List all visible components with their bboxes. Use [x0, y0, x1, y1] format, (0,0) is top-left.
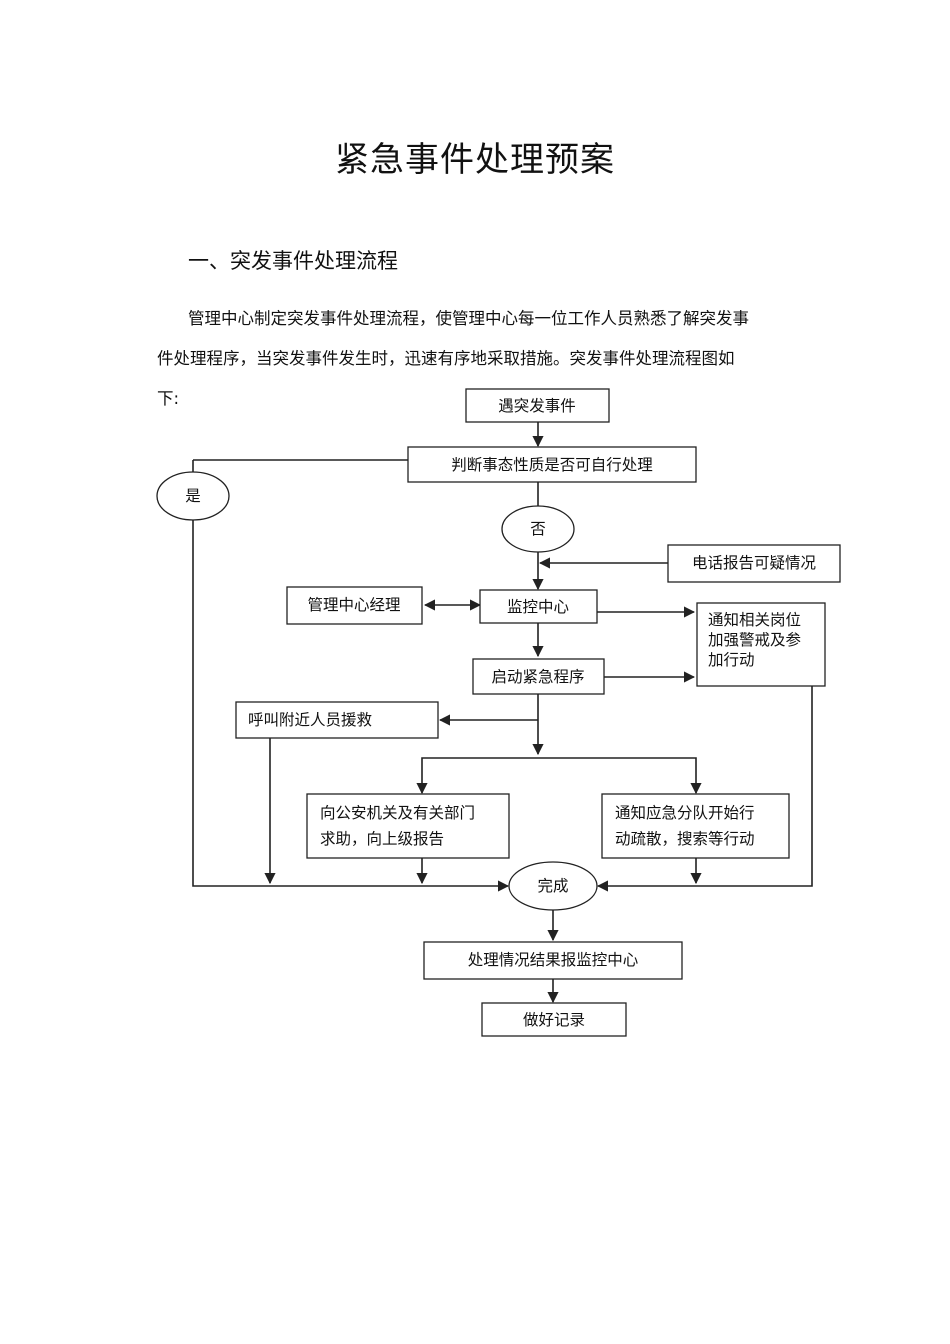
node-phone-report-label: 电话报告可疑情况: [692, 554, 816, 572]
node-notify-posts: 通知相关岗位 加强警戒及参 加行动: [696, 602, 826, 687]
node-call-help-label: 呼叫附近人员援救: [248, 711, 372, 729]
node-police-line-1: 向公安机关及有关部门: [320, 804, 475, 822]
paragraph-line-2: 件处理程序，当突发事件发生时，迅速有序地采取措施。突发事件处理流程图如: [157, 349, 735, 368]
node-judge: 判断事态性质是否可自行处理: [407, 446, 697, 483]
node-complete: 完成: [508, 861, 598, 911]
arrow-notify-to-complete: [596, 686, 813, 892]
node-no-label: 否: [530, 520, 546, 538]
node-start-emergency: 启动紧急程序: [472, 658, 605, 695]
node-judge-label: 判断事态性质是否可自行处理: [451, 456, 653, 474]
node-manager-label: 管理中心经理: [307, 596, 400, 614]
flow-connectors: [192, 422, 813, 1004]
node-team: 通知应急分队开始行 动疏散，搜索等行动: [601, 793, 790, 859]
node-manager: 管理中心经理: [286, 586, 423, 625]
node-notify-posts-line-1: 通知相关岗位: [708, 611, 801, 629]
node-team-line-2: 动疏散，搜索等行动: [615, 830, 755, 848]
node-record-label: 做好记录: [523, 1011, 585, 1029]
node-start-label: 遇突发事件: [498, 397, 576, 415]
node-yes-label: 是: [185, 487, 201, 505]
node-no: 否: [501, 505, 575, 553]
node-record: 做好记录: [481, 1002, 627, 1037]
node-complete-label: 完成: [537, 877, 568, 895]
node-start: 遇突发事件: [465, 388, 610, 423]
node-monitor-center: 监控中心: [479, 589, 598, 624]
node-phone-report: 电话报告可疑情况: [667, 544, 841, 583]
line-branch: [421, 757, 697, 792]
node-monitor-center-label: 监控中心: [507, 598, 569, 616]
arrow-yes-to-complete: [192, 520, 510, 892]
node-report-result: 处理情况结果报监控中心: [423, 941, 683, 980]
node-call-help: 呼叫附近人员援救: [235, 701, 439, 739]
paragraph-line-3: 下:: [157, 389, 180, 408]
section-heading: 一、突发事件处理流程: [188, 249, 398, 273]
node-report-result-label: 处理情况结果报监控中心: [468, 951, 639, 969]
node-police-line-2: 求助，向上级报告: [320, 830, 444, 848]
node-notify-posts-line-2: 加强警戒及参: [708, 631, 801, 649]
node-team-line-1: 通知应急分队开始行: [615, 803, 755, 822]
node-start-emergency-label: 启动紧急程序: [491, 668, 584, 686]
node-police: 向公安机关及有关部门 求助，向上级报告: [306, 793, 510, 859]
page-title: 紧急事件处理预案: [335, 140, 615, 180]
paragraph-line-1: 管理中心制定突发事件处理流程，使管理中心每一位工作人员熟悉了解突发事: [188, 309, 749, 328]
node-yes: 是: [156, 471, 230, 521]
node-notify-posts-line-3: 加行动: [708, 651, 755, 669]
